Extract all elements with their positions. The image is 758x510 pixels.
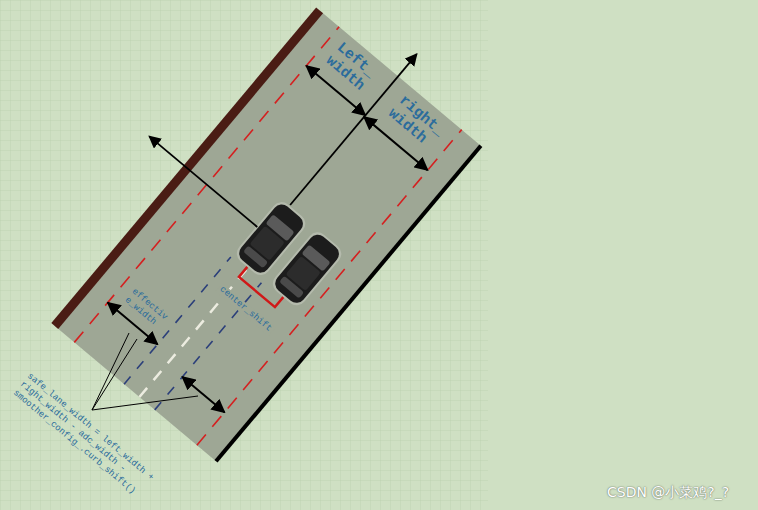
car-roof <box>286 256 321 291</box>
effective-arrow <box>182 377 224 412</box>
center-shift-bracket <box>239 267 283 307</box>
car-halo <box>269 228 346 309</box>
boundary-dash <box>197 130 462 446</box>
leader-line <box>92 339 137 410</box>
boundary-dash <box>74 27 339 343</box>
normal-arrow <box>149 136 257 227</box>
grid-paper <box>0 0 488 510</box>
road-group <box>17 0 500 461</box>
leader-line <box>92 333 129 410</box>
watermark: CSDN @小菜鸡?_? <box>607 484 729 500</box>
car <box>269 228 346 309</box>
road-edge <box>216 146 481 462</box>
curb-wall <box>51 7 323 328</box>
car-roof <box>250 226 285 261</box>
leader-line <box>92 396 198 410</box>
car-body <box>272 231 343 306</box>
effective-dash <box>124 257 231 384</box>
